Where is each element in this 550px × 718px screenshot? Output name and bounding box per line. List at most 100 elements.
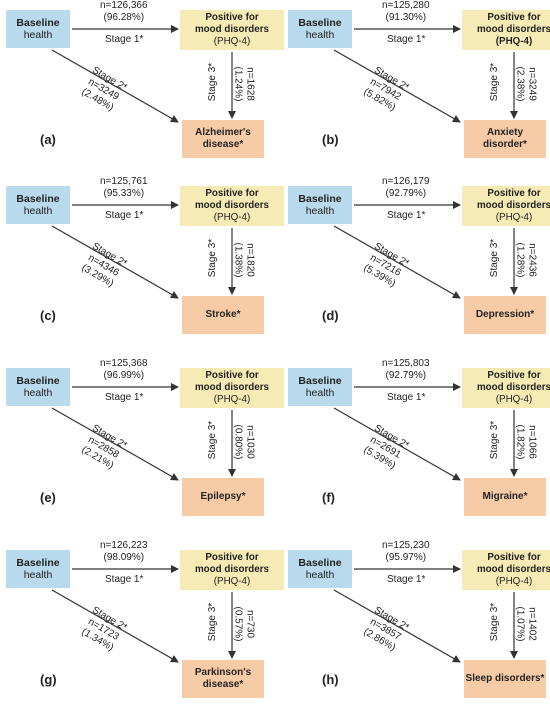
panel-label: (d) — [322, 308, 339, 323]
outcome-label: Epilepsy* — [200, 491, 246, 502]
stage1-n: n=126,179 — [382, 176, 430, 187]
positive-line2: mood disorders — [194, 200, 270, 211]
outcome-box: Depression* — [464, 296, 546, 334]
stage3-count: n=1402(1.07%) — [514, 606, 538, 641]
stage3-label: Stage 3* — [489, 420, 501, 460]
phq-label: (PHQ-4) — [213, 394, 251, 405]
outcome-label: Sleep disorders* — [465, 673, 545, 684]
baseline-title: Baseline — [16, 557, 60, 569]
stage3-n: n=1402 — [526, 607, 538, 641]
stage3-label: Stage 3* — [207, 62, 219, 102]
baseline-subtitle: health — [23, 387, 53, 399]
stage1-count: n=126,179(92.79%) — [382, 176, 430, 200]
stage3-count: n=730(0.57%) — [232, 606, 256, 641]
panel-label: (f) — [322, 490, 335, 505]
stage3-label: Stage 3* — [489, 62, 501, 102]
outcome-box: Migraine* — [464, 478, 546, 516]
stage2-arrow — [333, 225, 461, 299]
outcome-box: Epilepsy* — [182, 478, 264, 516]
stage3-label: Stage 3* — [207, 602, 219, 642]
stage3-label: Stage 3* — [207, 238, 219, 278]
stage1-count: n=125,368(96.99%) — [100, 358, 148, 382]
arrows — [51, 201, 236, 299]
arrows — [51, 25, 236, 123]
stage2-arrow — [51, 225, 179, 299]
baseline-subtitle: health — [23, 29, 53, 41]
stage1-pct: (96.28%) — [103, 12, 145, 23]
stage2-arrow — [333, 49, 461, 123]
stage3-pct: (1.07%) — [514, 606, 526, 642]
arrows — [333, 565, 518, 663]
outcome-label: disease* — [202, 679, 244, 690]
outcome-label: Anxiety — [486, 127, 524, 138]
stage3-pct: (1.38%) — [232, 242, 244, 278]
stage1-count: n=125,280(91.30%) — [382, 0, 430, 24]
stage1-pct: (92.79%) — [385, 370, 427, 381]
stage1-count: n=126,366(96.28%) — [100, 0, 148, 24]
stage3-count: n=1820(1.38%) — [232, 242, 256, 277]
stage1-n: n=125,761 — [100, 176, 148, 187]
stage3-n: n=1820 — [244, 243, 256, 277]
outcome-label: Migraine* — [482, 491, 528, 502]
stage1-label: Stage 1* — [105, 574, 144, 585]
positive-line1: Positive for — [205, 552, 259, 563]
outcome-label: disease* — [202, 139, 244, 150]
stage3-n: n=1066 — [526, 425, 538, 459]
stage1-label: Stage 1* — [387, 210, 426, 221]
positive-line1: Positive for — [487, 552, 541, 563]
outcome-box: Sleep disorders* — [464, 660, 546, 698]
stage1-label: Stage 1* — [105, 34, 144, 45]
stage1-label: Stage 1* — [105, 210, 144, 221]
stage3-count: n=3249(2.38%) — [514, 66, 538, 101]
stage1-pct: (96.99%) — [103, 370, 145, 381]
stage2-arrow — [333, 589, 461, 663]
panel-label: (e) — [40, 490, 56, 505]
arrows — [51, 383, 236, 481]
outcome-box: Stroke* — [182, 296, 264, 334]
stage3-count: n=2436(1.28%) — [514, 242, 538, 277]
positive-line2: mood disorders — [476, 382, 550, 393]
stage3-label: Stage 3* — [489, 238, 501, 278]
stage3-n: n=3249 — [526, 67, 538, 101]
stage2-arrow — [51, 49, 179, 123]
stage1-n: n=125,803 — [382, 358, 430, 369]
outcome-label: Parkinson's — [194, 667, 252, 678]
panel-label: (a) — [40, 132, 56, 147]
positive-line1: Positive for — [205, 370, 259, 381]
positive-line1: Positive for — [487, 188, 541, 199]
positive-line1: Positive for — [205, 12, 259, 23]
stage1-n: n=126,223 — [100, 540, 148, 551]
positive-line1: Positive for — [487, 12, 541, 23]
stage3-n: n=1030 — [244, 425, 256, 459]
baseline-title: Baseline — [16, 193, 60, 205]
baseline-title: Baseline — [298, 375, 342, 387]
stage2-arrow — [51, 407, 179, 481]
phq-label: (PHQ-4) — [213, 212, 251, 223]
outcome-label: Depression* — [475, 309, 535, 320]
stage3-n: n=1628 — [244, 67, 256, 101]
arrows — [333, 25, 518, 123]
stage1-count: n=125,761(95.33%) — [100, 176, 148, 200]
stage3-n: n=730 — [244, 609, 256, 639]
stage1-label: Stage 1* — [387, 574, 426, 585]
panel-label: (h) — [322, 672, 339, 687]
stage1-pct: (98.09%) — [103, 552, 145, 563]
